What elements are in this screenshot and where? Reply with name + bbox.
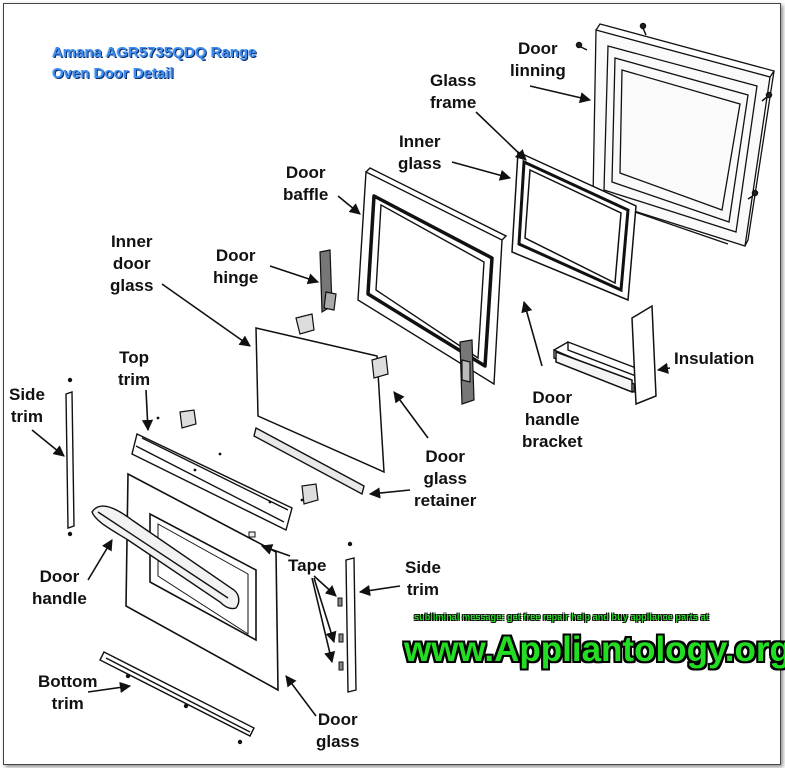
label-text: glass [398,154,442,173]
label-text: baffle [283,185,329,204]
side-trim-right-part [345,541,357,693]
label-text: linning [510,61,566,80]
label-text: door [112,254,151,273]
label-text: trim [406,580,440,599]
label-text: glass [316,732,360,751]
label-side-trim-right: Side trim [405,557,441,601]
label-text: Side [405,558,441,577]
label-text: trim [51,694,84,713]
label-door-handle: Door handle [32,566,87,610]
label-text: Door [518,39,558,58]
label-door-baffle: Door baffle [283,162,328,206]
door-handle-part [91,505,240,610]
label-text: Door [285,163,326,182]
screw-icons [575,22,773,200]
title-line-1: Amana AGR5735QDQ Range [52,44,257,61]
label-tape: Tape [288,555,326,577]
label-text: Bottom [38,672,98,691]
label-glass-frame: Glass frame [430,70,476,114]
label-text: handle [32,589,87,608]
inner-door-glass-part [255,327,385,474]
door-glass-retainer-part [253,426,365,496]
insulation-part [555,304,657,406]
bottom-trim-part [99,651,255,745]
label-text: retainer [414,491,477,510]
side-trim-left-part [65,377,75,537]
label-side-trim-left: Side trim [9,384,45,428]
door-lining-part [592,23,776,247]
label-text: frame [430,93,477,112]
watermark-subliminal-text: subliminal message: get free repair help… [414,612,709,622]
glass-frame-part [511,150,637,302]
label-door-linning: Door linning [510,38,566,82]
label-text: Side [9,385,45,404]
label-text: Insulation [674,349,755,368]
label-door-handle-bracket: Door handle bracket [522,387,582,453]
label-text: Door [425,447,466,466]
leader-arrows [31,85,671,717]
label-bottom-trim: Bottom trim [38,671,97,715]
label-door-glass: Door glass [316,709,359,753]
label-inner-door-glass: Inner door glass [110,231,153,297]
label-door-glass-retainer: Door glass retainer [414,446,476,512]
title-line-2: Oven Door Detail [52,65,174,82]
label-text: handle [524,410,580,429]
label-text: Inner [110,232,153,251]
label-text: trim [10,407,44,426]
label-text: Top [119,348,150,367]
watermark-url: www.Appliantology.org [404,630,785,669]
label-text: glass [423,469,467,488]
small-dots [156,416,304,504]
top-trim-part [131,432,293,532]
tape-parts [248,531,344,671]
door-baffle-part [357,167,508,386]
label-text: Door [215,246,256,265]
label-text: Tape [288,556,327,575]
label-text: Glass [430,71,477,90]
hinge-parts [319,249,475,405]
label-text: bracket [522,432,583,451]
label-inner-glass: Inner glass [398,131,441,175]
label-text: glass [110,276,154,295]
label-text: Door [39,567,80,586]
clip-parts [179,313,389,505]
label-text: Inner [398,132,441,151]
label-text: hinge [213,268,259,287]
label-insulation: Insulation [674,348,754,370]
label-text: Door [317,710,358,729]
label-text: Door [532,388,573,407]
label-door-hinge: Door hinge [213,245,258,289]
diagram-title: Amana AGR5735QDQ Range Oven Door Detail [52,42,257,84]
label-top-trim: Top trim [118,347,150,391]
label-text: trim [118,370,151,389]
